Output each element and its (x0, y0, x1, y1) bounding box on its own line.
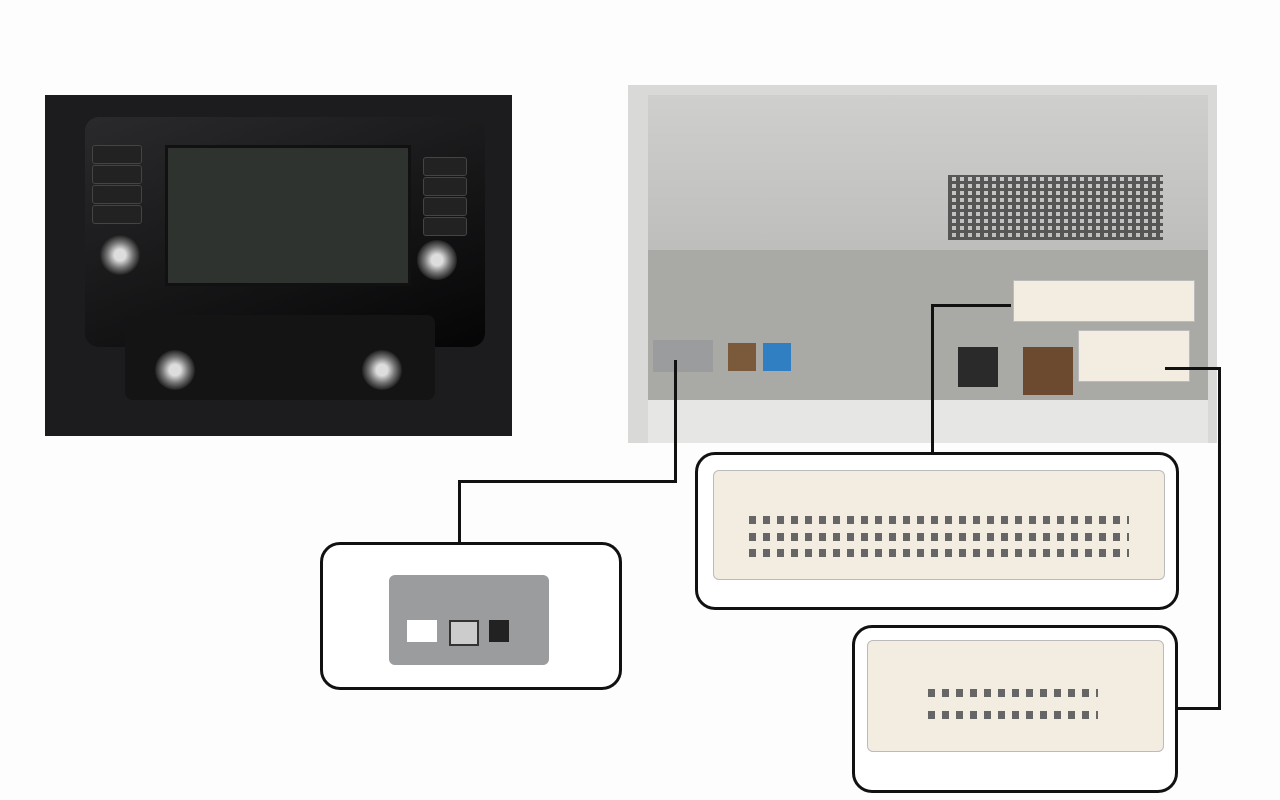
connector-icon (867, 640, 1164, 752)
black-connector (958, 347, 998, 387)
right-button (423, 157, 467, 176)
left-button (92, 165, 142, 184)
right-button (423, 197, 467, 216)
leader-line (458, 480, 677, 483)
leader-line (674, 360, 677, 482)
radio-unit-photo (628, 85, 1217, 443)
leader-line (1218, 367, 1221, 710)
temp-knob-icon (362, 350, 402, 390)
temp-knob-icon (155, 350, 195, 390)
vent-grille (948, 175, 1163, 240)
leader-line (931, 304, 1011, 307)
connector-icon (389, 575, 549, 665)
fakra-blue-connector (763, 343, 791, 371)
small-connector (653, 340, 713, 372)
dashboard-photo (45, 95, 512, 436)
left-button (92, 205, 142, 224)
head-unit-screen (165, 145, 411, 286)
leader-line (1165, 367, 1221, 370)
left-button (92, 145, 142, 164)
brown-connector (1023, 347, 1073, 395)
leader-line (458, 480, 461, 543)
right-button (423, 177, 467, 196)
left-button (92, 185, 142, 204)
callout-secondary-connector (852, 625, 1178, 793)
callout-small-connector (320, 542, 622, 690)
leader-line (931, 304, 934, 453)
connector-icon (713, 470, 1165, 580)
callout-main-connector (695, 452, 1179, 610)
volume-knob-icon (100, 235, 140, 275)
fakra-brown-connector (728, 343, 756, 371)
leader-line (1176, 707, 1221, 710)
main-connector (1013, 280, 1195, 322)
secondary-connector (1078, 330, 1190, 382)
base (648, 400, 1208, 443)
right-button (423, 217, 467, 236)
tune-knob-icon (417, 240, 457, 280)
